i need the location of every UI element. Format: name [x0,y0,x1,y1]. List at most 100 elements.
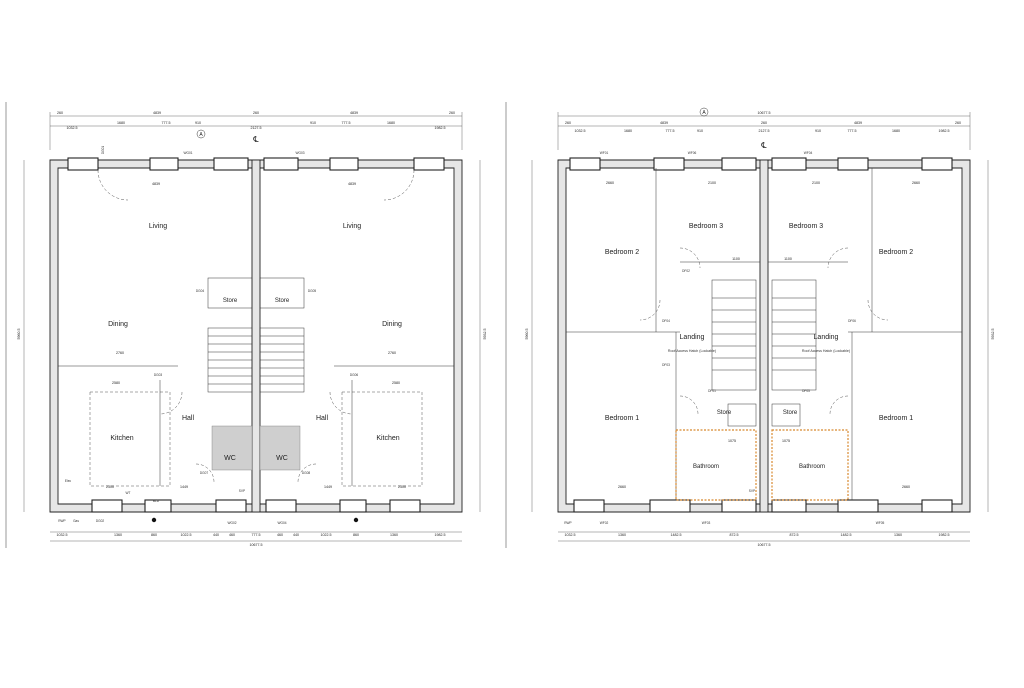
g-window-wg02 [213,157,249,171]
g-bot-9: 1022.5 [321,533,332,537]
g-tag-wg02: WG02 [227,521,236,525]
g-tag-dg08: DG08 [302,471,311,475]
g-door-front-r [265,499,297,513]
f-room-store-l: Store [717,410,732,416]
f-tag-svp: SVP [749,489,755,493]
f-tag-wf05: WF05 [876,521,885,525]
f-tag-wf02: WF02 [600,521,609,525]
f-room-bed2-r: Bedroom 2 [879,249,913,256]
f-tag-wf06: WF06 [688,151,697,155]
g-bot-3: 1022.5 [181,533,192,537]
g-top-outer-2: 260 [253,111,259,115]
g-top-inner-3: 910 [195,121,201,125]
g-tag-dg06: DG06 [350,373,359,377]
f-window-wf06 [921,157,953,171]
f-tag-df04: DF04 [662,319,670,323]
f-in-3: 2660 [912,181,920,185]
g-top-outer-4: 260 [449,111,455,115]
g-window-wg04 [329,157,359,171]
f-top-inner-6: 777.5 [848,129,857,133]
f-top-outer-0: 260 [565,121,571,125]
f-side-dim-right: 5932.5 [991,329,995,340]
g-wc-floor-l [211,425,253,471]
first-floor-plan: 260 4839 260 4839 260 1032.5 1680 777.5 … [525,107,995,547]
f-room-landing-l: Landing [680,334,705,341]
ground-bottom-dimensions: 1032.5 1360 860 1022.5 440 460 777.5 460… [50,531,462,547]
g-in-6: 1449 [180,485,188,489]
f-bot-5: 1482.5 [841,533,852,537]
f-party-wall [759,159,769,513]
g-bot-6: 777.5 [252,533,261,537]
g-tag-wg03: WG03 [295,151,304,155]
f-stairs [711,279,817,391]
f-top-inner-0: 1032.5 [575,129,586,133]
g-tag-dg04: DG04 [196,289,205,293]
g-in-4: 2580 [112,381,120,385]
g-bot-8: 440 [293,533,299,537]
f-top-outer-2: 260 [761,121,767,125]
f-top-inner-5: 910 [815,129,821,133]
first-top-dimensions: 260 4839 260 4839 260 1032.5 1680 777.5 … [557,111,971,150]
g-tag-svp: SVP [239,489,245,493]
g-outer-wall [49,159,463,513]
f-top-outer-3: 4839 [854,121,862,125]
f-top-inner-4: 2127.5 [759,129,770,133]
f-top-outer-4: 260 [955,121,961,125]
g-tag-wg04: WG04 [277,521,286,525]
f-tag-df02: DF02 [682,269,690,273]
g-tag-wt: WT [126,491,131,495]
f-room-bed2-l: Bedroom 2 [605,249,639,256]
g-stairs [207,327,305,393]
g-room-dining-l: Dining [108,321,128,328]
g-door-front-l [215,499,247,513]
g-window-front-l [91,499,123,513]
g-tag-dg01: DG01 [101,146,105,155]
f-window-wf01 [569,157,601,171]
g-in-1: 4839 [348,182,356,186]
f-tag-df03: DF03 [662,363,670,367]
g-top-inner-2: 777.5 [162,121,171,125]
f-outer-wall [557,159,971,513]
g-in-2: 2760 [116,351,124,355]
f-window-wf05 [837,157,869,171]
f-room-bath-r: Bathroom [799,464,825,470]
g-top-inner-6: 777.5 [342,121,351,125]
f-room-store-r: Store [783,410,798,416]
f-in-1: 2100 [708,181,716,185]
f-tag-df01: DF01 [708,389,716,393]
f-top-inner-3: 910 [697,129,703,133]
f-room-bed1-r: Bedroom 1 [879,415,913,422]
g-bot-2: 860 [151,533,157,537]
ground-top-dimensions: 260 4839 260 4839 260 1032.5 1680 777.5 … [49,111,463,150]
f-window-wf03 [721,157,757,171]
g-bot-0: 1032.5 [57,533,68,537]
g-tag-dg03: DG03 [154,373,163,377]
f-in-2: 2100 [812,181,820,185]
g-front-marker-r [353,517,359,523]
g-section-marker-label: A [199,132,203,138]
f-tag-wf01: WF01 [600,151,609,155]
f-top-inner-2: 777.5 [666,129,675,133]
f-overall-width: 10677.5 [758,543,771,547]
f-roof-hatch-note-r: Roof Access Hatch (Lockable) [802,349,850,353]
g-tag-bld: BLD [153,499,160,503]
g-room-store-l: Store [223,298,238,304]
f-in-5: 1100 [784,257,792,261]
f-in-8: 1075 [728,439,736,443]
f-overall-width-top: 10677.5 [758,111,771,115]
f-bathroom-outline-l [675,429,757,501]
f-tag-wf03: WF03 [702,521,711,525]
g-bot-11: 1360 [390,533,398,537]
g-centreline-label: ℄ [252,135,259,144]
g-top-outer-0: 260 [57,111,63,115]
g-room-kitchen-l: Kitchen [110,435,133,442]
g-party-wall [251,159,261,513]
f-room-bath-l: Bathroom [693,464,719,470]
g-side-dim-left: 5960.5 [17,329,21,340]
g-kitchen-units-r [341,391,423,487]
g-bot-7: 460 [277,533,283,537]
f-room-bed3-l: Bedroom 3 [689,223,723,230]
g-bot-4: 440 [213,533,219,537]
g-door-swing-dg03 [159,391,183,415]
